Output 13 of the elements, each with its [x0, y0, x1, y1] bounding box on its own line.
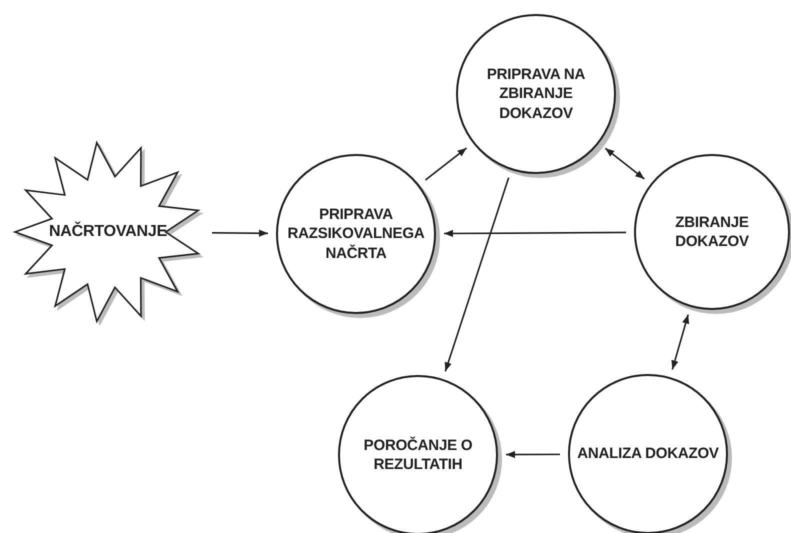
node-label: NAČRTOVANJE: [48, 222, 168, 242]
node-label: PRIPRAVA NA ZBIRANJE DOKAZOV: [486, 64, 586, 124]
arrow: [604, 148, 645, 180]
arrow: [506, 450, 560, 458]
arrow: [424, 147, 468, 181]
node-label: PRIPRAVA RAZSIKOVALNEGA NAČRTA: [286, 204, 426, 264]
node-label: ZBIRANJE DOKAZOV: [674, 212, 750, 252]
node-label: POROČANJE O REZULTATIH: [362, 436, 474, 474]
arrow: [671, 314, 690, 370]
arrow: [212, 230, 268, 237]
arrow: [444, 230, 626, 238]
node-label: ANALIZA DOKAZOV: [577, 444, 719, 464]
arrow: [444, 177, 510, 372]
